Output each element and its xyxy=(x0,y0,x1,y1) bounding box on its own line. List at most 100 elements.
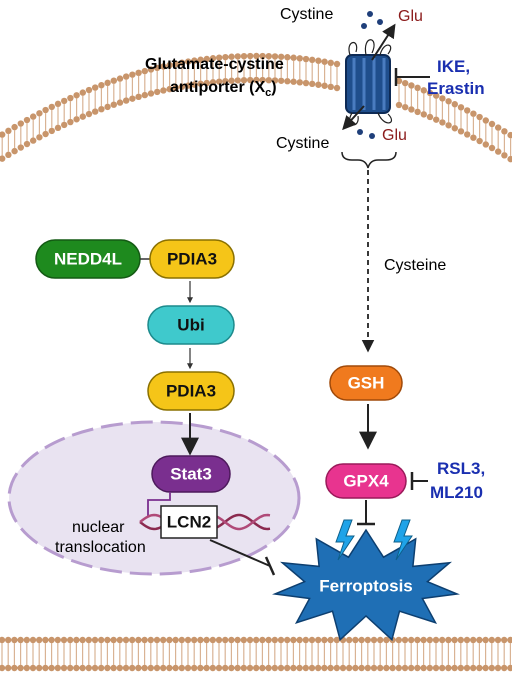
lipid-head xyxy=(302,636,309,644)
lipid-head xyxy=(215,664,223,672)
lipid-head xyxy=(389,664,396,672)
lipid-head xyxy=(191,57,198,64)
lipid-head xyxy=(153,636,161,644)
lipid-head xyxy=(104,636,111,644)
lipid-head xyxy=(178,664,185,672)
lipid-head xyxy=(507,664,512,672)
lipid-head xyxy=(228,664,235,672)
lipid-head xyxy=(464,107,471,114)
lipid-head xyxy=(92,84,99,91)
lipid-head xyxy=(476,664,483,672)
lipid-head xyxy=(259,636,266,644)
lipid-head xyxy=(315,81,322,88)
lipid-head xyxy=(377,664,384,672)
lipid-head xyxy=(185,58,192,65)
lipid-head xyxy=(135,69,142,77)
gsh-node xyxy=(329,365,403,401)
lcn2-inhibition-bar xyxy=(264,556,276,576)
ferroptosis-label: Ferroptosis xyxy=(319,577,413,596)
lipid-head xyxy=(284,78,291,85)
lipid-head xyxy=(178,83,186,90)
lipid-head xyxy=(23,116,31,124)
lipid-head xyxy=(91,636,99,644)
lipid-head xyxy=(5,664,12,672)
lipid-head xyxy=(482,664,489,672)
gsh-label: GSH xyxy=(348,374,385,393)
lipid-head xyxy=(501,636,508,644)
lipid-head xyxy=(85,110,93,118)
lipid-head xyxy=(222,53,229,61)
lipid-head xyxy=(116,636,124,644)
lipid-head xyxy=(296,664,303,672)
lipid-head xyxy=(166,85,173,93)
lipid-head xyxy=(464,131,471,138)
lipid-head xyxy=(247,76,254,84)
lipid-head xyxy=(17,664,24,672)
lipid-head xyxy=(457,636,464,644)
lipid-head xyxy=(98,81,105,89)
lipid-head xyxy=(395,101,403,109)
pdia3-mid-label: PDIA3 xyxy=(166,382,216,401)
cysteine-label: Cysteine xyxy=(384,257,446,274)
lipid-head xyxy=(98,105,105,113)
cystine-bottom-label: Cystine xyxy=(276,135,329,152)
lipid-head xyxy=(73,636,80,644)
lipid-head xyxy=(445,664,452,672)
lipid-head xyxy=(178,59,186,66)
lipid-head xyxy=(445,98,452,105)
lipid-head xyxy=(197,636,204,644)
lipid-head xyxy=(129,71,136,78)
lipid-head xyxy=(67,94,74,102)
lipid-head xyxy=(60,97,68,105)
lipid-head xyxy=(488,120,496,128)
lipid-head xyxy=(476,636,483,644)
lipid-head xyxy=(296,79,303,86)
bottom-cell-membrane xyxy=(0,636,512,672)
lipid-head xyxy=(271,53,279,60)
lipid-head xyxy=(166,636,173,644)
lcn2-label: LCN2 xyxy=(167,513,211,532)
lipid-head xyxy=(160,664,167,672)
cystine-top-label: Cystine xyxy=(280,6,333,23)
lipid-head xyxy=(433,116,440,123)
lipid-head xyxy=(265,53,272,60)
lipid-head xyxy=(154,64,161,72)
lipid-head xyxy=(42,130,49,138)
molecule-dots xyxy=(357,11,383,139)
lipid-head xyxy=(17,120,24,127)
stat3-binding-line xyxy=(147,492,171,516)
lipid-head xyxy=(110,77,118,84)
lipid-head xyxy=(191,664,198,672)
lipid-head xyxy=(333,60,341,68)
lipid-head xyxy=(457,128,465,135)
lipid-head xyxy=(29,636,37,644)
lipid-head xyxy=(476,137,483,145)
lipid-head xyxy=(172,60,179,68)
lipid-head xyxy=(439,119,446,126)
lipid-head xyxy=(209,664,216,672)
lipid-head xyxy=(184,664,192,672)
lipid-head xyxy=(98,664,105,672)
lipid-head xyxy=(284,664,291,672)
pdia3-mid-node xyxy=(147,371,235,411)
lipid-head xyxy=(104,103,111,111)
lipid-head xyxy=(116,664,124,672)
lipid-head xyxy=(463,664,471,672)
lipid-head xyxy=(333,84,341,92)
lipid-head xyxy=(209,79,217,86)
lipid-head xyxy=(228,53,235,60)
lipid-head xyxy=(73,664,80,672)
lipid-head xyxy=(501,664,508,672)
lipid-head xyxy=(308,636,316,644)
erastin-label: Erastin xyxy=(427,79,485,98)
lipid-head xyxy=(383,636,390,644)
lipid-head xyxy=(48,127,55,135)
lipid-head xyxy=(79,664,86,672)
lipid-head xyxy=(129,95,136,102)
lipid-head xyxy=(129,636,136,644)
pdia3-top-label: PDIA3 xyxy=(167,250,217,269)
lipid-head xyxy=(36,636,43,644)
lipid-head xyxy=(439,664,446,672)
ubi-node xyxy=(147,305,235,345)
